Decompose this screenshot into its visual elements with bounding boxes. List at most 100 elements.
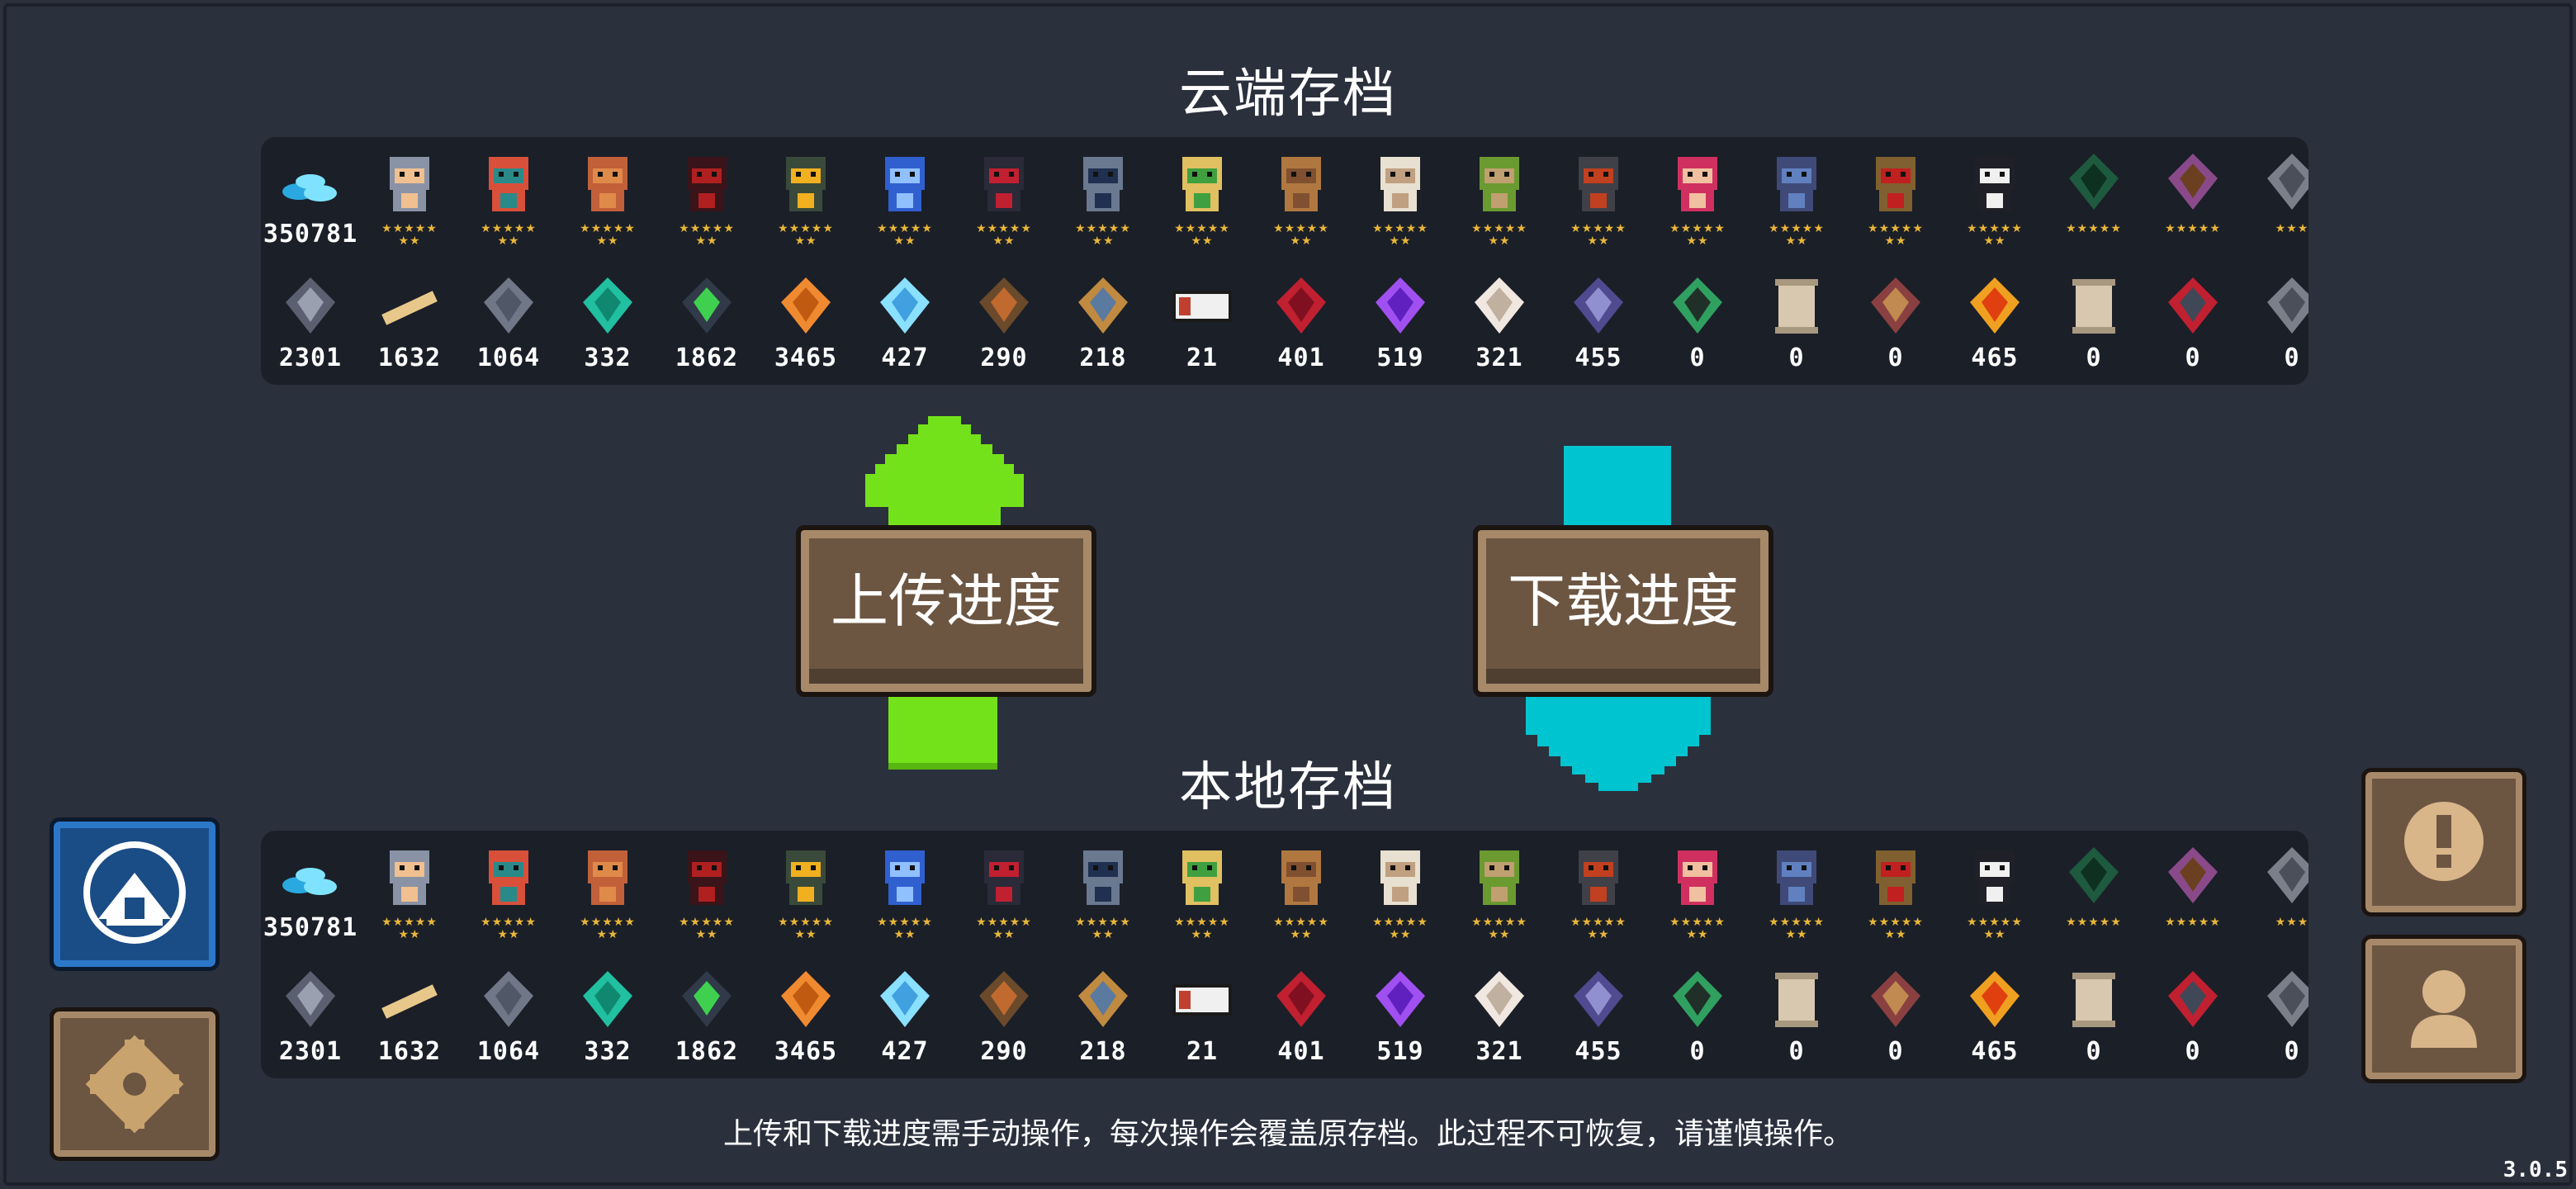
download-arrow-icon: [1526, 446, 1711, 791]
local-character-slot: ★★★★★ ★★: [855, 831, 954, 955]
count-label: 0: [2185, 343, 2201, 372]
cloud-character-slot: ★★★★★ ★★: [1252, 137, 1351, 261]
star-rating: ★★★★★ ★★: [1769, 222, 1825, 248]
local-character-slot: ★★★★★: [2044, 831, 2143, 955]
count-label: 0: [1788, 1037, 1805, 1066]
exclamation-icon: [2404, 802, 2484, 881]
local-character-slot: ★★★★★: [2143, 831, 2242, 955]
local-material-slot: 21: [1153, 955, 1252, 1078]
local-material-slot: 321: [1450, 955, 1549, 1078]
star-rating: ★★★★★ ★★: [1372, 222, 1428, 248]
local-save-panel[interactable]: 350781★★★★★ ★★★★★★★ ★★★★★★★ ★★★★★★★ ★★★★…: [261, 831, 2308, 1078]
download-progress-button[interactable]: 下载进度: [1473, 525, 1773, 697]
local-material-slot: 519: [1351, 955, 1450, 1078]
upload-progress-button[interactable]: 上传进度: [796, 525, 1096, 697]
werewolf-character-icon: [1281, 157, 1321, 211]
orange-ore-icon: [781, 971, 831, 1027]
purple-crystal-icon: [1376, 971, 1425, 1027]
cloud-character-slot: ★★★★★ ★★: [855, 137, 954, 261]
count-label: 401: [1277, 343, 1325, 372]
local-material-slot: 0: [2242, 955, 2308, 1078]
wizard-character-icon: [588, 850, 627, 905]
druid-character-icon: [1480, 157, 1519, 211]
demon-character-icon: [1777, 850, 1816, 905]
star-rating: ★★★★★ ★★: [381, 916, 438, 941]
settings-button[interactable]: [50, 1007, 220, 1161]
star-rating: ★★★★★: [2165, 222, 2221, 235]
count-label: 321: [1475, 343, 1523, 372]
ore-icon: [286, 971, 335, 1027]
cloud-character-slot: ★★★★★: [2044, 137, 2143, 261]
berserker-character-icon: [1678, 850, 1717, 905]
cloud-characters-row: 350781★★★★★ ★★★★★★★ ★★★★★★★ ★★★★★★★ ★★★★…: [261, 137, 2308, 261]
cloud-save-panel[interactable]: 350781★★★★★ ★★★★★★★ ★★★★★★★ ★★★★★★★ ★★★★…: [261, 137, 2308, 385]
dark-crystal-icon: [1574, 971, 1623, 1027]
red-leaf-icon: [1276, 277, 1326, 334]
local-character-slot: ★★★★★ ★★: [1549, 831, 1648, 955]
local-character-slot: ★★★★★ ★★: [558, 831, 657, 955]
shell-icon: [1078, 971, 1128, 1027]
star-rating: ★★★★★ ★★: [877, 222, 933, 248]
cloud-character-slot: ★★★★★ ★★: [1054, 137, 1153, 261]
cloud-character-slot: ★★★★★ ★★: [954, 137, 1054, 261]
cloud-material-slot: 0: [2242, 261, 2308, 385]
star-rating: ★★★★★ ★★: [1273, 916, 1329, 941]
priestess-character-icon: [1380, 157, 1420, 211]
star-rating: ★★★★★ ★★: [976, 916, 1032, 941]
count-label: 1632: [377, 1037, 442, 1066]
knight-character-icon: [390, 157, 429, 211]
star-rating: ★★★★★ ★★: [580, 916, 636, 941]
local-character-slot: ★★★: [2242, 831, 2308, 955]
count-label: 0: [2284, 1037, 2300, 1066]
screen-frame: [3, 3, 2573, 1186]
gear-icon: [85, 1035, 184, 1134]
profile-button[interactable]: [2361, 935, 2526, 1083]
taoist-character-icon: [1975, 850, 2015, 905]
star-rating: ★★★★★ ★★: [1570, 916, 1627, 941]
local-material-slot: 465: [1945, 955, 2044, 1078]
local-material-slot: 1632: [360, 955, 459, 1078]
count-label: 0: [1689, 343, 1706, 372]
cloud-material-slot: 321: [1450, 261, 1549, 385]
green-chest-icon: [2069, 154, 2119, 210]
notice-button[interactable]: [2361, 768, 2526, 917]
cloud-character-slot: ★★★★★ ★★: [1648, 137, 1747, 261]
werewolf-character-icon: [1281, 850, 1321, 905]
count-label: 1632: [377, 343, 442, 372]
local-character-slot: ★★★★★ ★★: [1450, 831, 1549, 955]
cloud-character-slot: 350781: [261, 137, 360, 261]
count-label: 218: [1079, 1037, 1127, 1066]
cloud-material-slot: 455: [1549, 261, 1648, 385]
bandit-character-icon: [1876, 850, 1915, 905]
red-device-icon: [2168, 277, 2218, 334]
local-character-slot: 350781: [261, 831, 360, 955]
cloud-material-slot: 290: [954, 261, 1054, 385]
hammer-icon: [979, 971, 1029, 1027]
local-character-slot: ★★★★★ ★★: [756, 831, 855, 955]
count-label: 3465: [774, 1037, 838, 1066]
count-label: 0: [2086, 1037, 2102, 1066]
count-label: 455: [1574, 343, 1622, 372]
vampire-character-icon: [984, 850, 1024, 905]
studio-logo-button[interactable]: [50, 817, 220, 971]
book-icon: [2168, 847, 2218, 903]
star-rating: ★★★★★ ★★: [1669, 222, 1726, 248]
red-device-icon: [2168, 971, 2218, 1027]
cloud-material-slot: 3465: [756, 261, 855, 385]
cloud-character-slot: ★★★★★ ★★: [360, 137, 459, 261]
star-rating: ★★★★★ ★★: [778, 222, 834, 248]
cloud-save-title: 云端存档: [1179, 64, 1397, 125]
count-label: 290: [980, 1037, 1028, 1066]
star-rating: ★★★★★ ★★: [679, 916, 735, 941]
count-label: 519: [1376, 343, 1424, 372]
count-label: 2301: [278, 343, 343, 372]
partial-icon: [2267, 847, 2308, 903]
local-material-slot: 427: [855, 955, 954, 1078]
count-label: 0: [2185, 1037, 2201, 1066]
rogue-character-icon: [489, 850, 528, 905]
star-rating: ★★★★★ ★★: [1174, 916, 1230, 941]
local-character-slot: ★★★★★ ★★: [1351, 831, 1450, 955]
count-label: 332: [584, 1037, 632, 1066]
cloud-character-slot: ★★★★★ ★★: [1351, 137, 1450, 261]
